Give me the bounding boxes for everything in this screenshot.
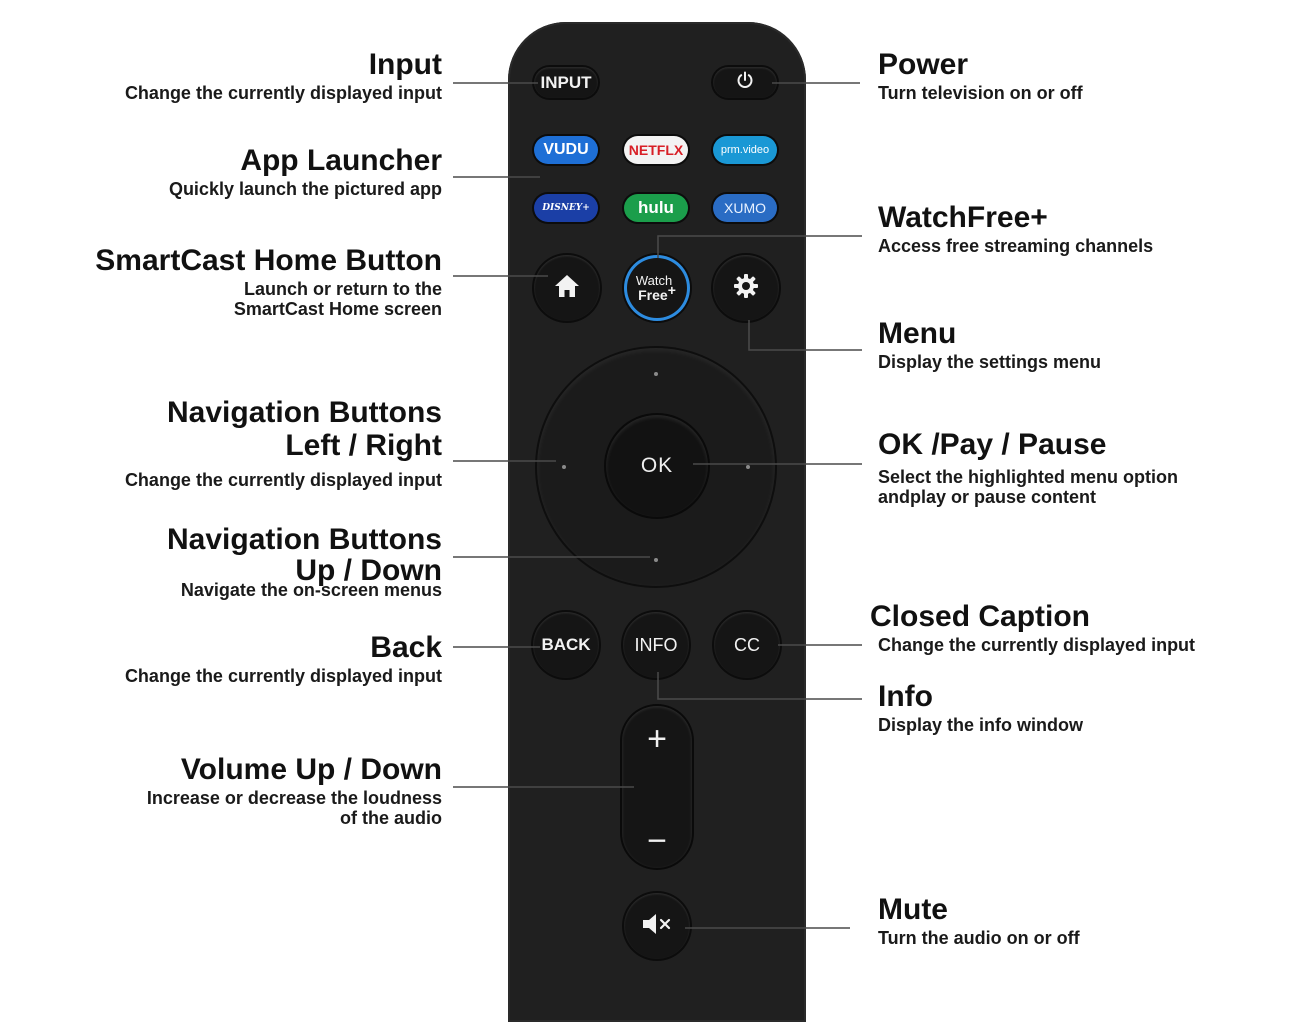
callout-mute: Mute Turn the audio on or off [878,893,1080,948]
callout-closed-caption: Closed Caption Change the currently disp… [870,600,1195,655]
volume-down-button[interactable]: − [647,822,667,860]
callout-title: Closed Caption [870,600,1091,633]
callout-volume: Volume Up / Down Increase or decrease th… [147,753,442,828]
callout-ok: OK /Pay / Pause Select the highlighted m… [878,428,1178,507]
gear-icon [732,272,760,305]
watchfree-label-line1: Watch [635,273,673,288]
cc-label: CC [734,634,760,655]
callout-menu: Menu Display the settings menu [878,317,1101,372]
callout-power: Power Turn television on or off [878,48,1083,103]
callout-nav-up-down: Navigation Buttons Up / Down Navigate th… [167,523,442,600]
callout-desc: Navigate the on-screen menus [180,580,442,600]
prime-video-app-button[interactable]: prm.video [713,136,777,164]
xumo-label: XUMO [724,200,766,216]
callout-title: Navigation Buttons [167,396,442,429]
callout-watchfree: WatchFree+ Access free streaming channel… [878,201,1153,256]
callout-desc: Select the highlighted menu option [878,467,1178,487]
netflix-label: NETFLX [628,142,684,158]
callout-title: SmartCast Home Button [95,244,442,277]
callout-back: Back Change the currently displayed inpu… [125,631,442,686]
watchfree-label-line2: Free [638,287,668,303]
prime-video-label: prm.video [720,144,770,156]
netflix-app-button[interactable]: NETFLX [624,136,688,164]
ok-button[interactable]: OK [606,415,708,517]
callout-desc: Display the info window [878,715,1084,735]
callout-desc: Change the currently displayed input [124,83,442,103]
hulu-app-button[interactable]: hulu [624,194,688,222]
callout-desc: SmartCast Home screen [233,299,442,319]
callout-input: Input Change the currently displayed inp… [125,48,442,103]
callout-home: SmartCast Home Button Launch or return t… [95,244,442,319]
disney-plus-app-button[interactable]: DISNEY+ [534,194,598,222]
vudu-label: VUDU [543,141,589,158]
mute-icon [640,911,674,942]
callout-title: Up / Down [295,554,442,587]
callout-title: Volume Up / Down [180,753,442,786]
callout-desc: Turn the audio on or off [878,928,1080,948]
watchfree-button[interactable]: Watch Free+ [624,255,690,321]
nav-right-dot[interactable] [746,465,750,469]
callout-title: Back [370,631,442,664]
power-button[interactable] [713,67,777,98]
callout-desc: Access free streaming channels [878,236,1154,256]
home-icon [553,273,581,304]
callout-title: Input [368,48,442,81]
info-button[interactable]: INFO [623,612,689,678]
callout-title: Power [878,48,969,81]
callout-title: OK /Pay / Pause [878,428,1107,461]
disney-plus-label: DISNEY+ [542,203,590,213]
settings-button[interactable] [713,255,779,321]
volume-up-button[interactable]: + [647,720,667,758]
ok-label: OK [640,454,674,477]
info-label: INFO [634,634,678,655]
callout-app-launcher: App Launcher Quickly launch the pictured… [169,144,442,199]
callout-desc: Change the currently displayed input [878,635,1196,655]
nav-up-dot[interactable] [654,372,658,376]
callout-nav-left-right: Navigation Buttons Left / Right Change t… [125,396,442,490]
callout-desc: Change the currently displayed input [124,666,442,686]
closed-caption-button[interactable]: CC [714,612,780,678]
nav-left-dot[interactable] [562,465,566,469]
callout-title: Info [878,680,933,713]
xumo-app-button[interactable]: XUMO [713,194,777,222]
vudu-app-button[interactable]: VUDU [534,136,598,164]
hulu-label: hulu [638,198,674,217]
volume-rocker[interactable]: + − [622,706,692,868]
mute-button[interactable] [624,893,690,959]
power-icon [735,70,755,95]
watchfree-plus: + [667,282,676,298]
callout-title: Menu [878,317,957,350]
callout-info: Info Display the info window [878,680,1083,735]
callout-desc: Increase or decrease the loudness [146,788,442,808]
nav-down-dot[interactable] [654,558,658,562]
callout-desc: of the audio [340,808,442,828]
input-button[interactable]: INPUT [534,67,598,98]
back-button[interactable]: BACK [533,612,599,678]
callout-desc: Launch or return to the [244,279,442,299]
callout-title: WatchFree+ [878,201,1048,234]
callout-title: Mute [878,893,948,926]
callout-title: Left / Right [285,429,442,462]
input-button-label: INPUT [540,72,592,92]
callout-desc: Change the currently displayed input [124,470,442,490]
callout-desc: andplay or pause content [878,487,1097,507]
callout-desc: Quickly launch the pictured app [168,179,442,199]
back-label: BACK [541,635,591,654]
home-button[interactable] [534,255,600,321]
callout-title: App Launcher [240,144,442,177]
callout-desc: Turn television on or off [878,83,1083,103]
callout-title: Navigation Buttons [167,523,442,556]
callout-desc: Display the settings menu [878,352,1102,372]
